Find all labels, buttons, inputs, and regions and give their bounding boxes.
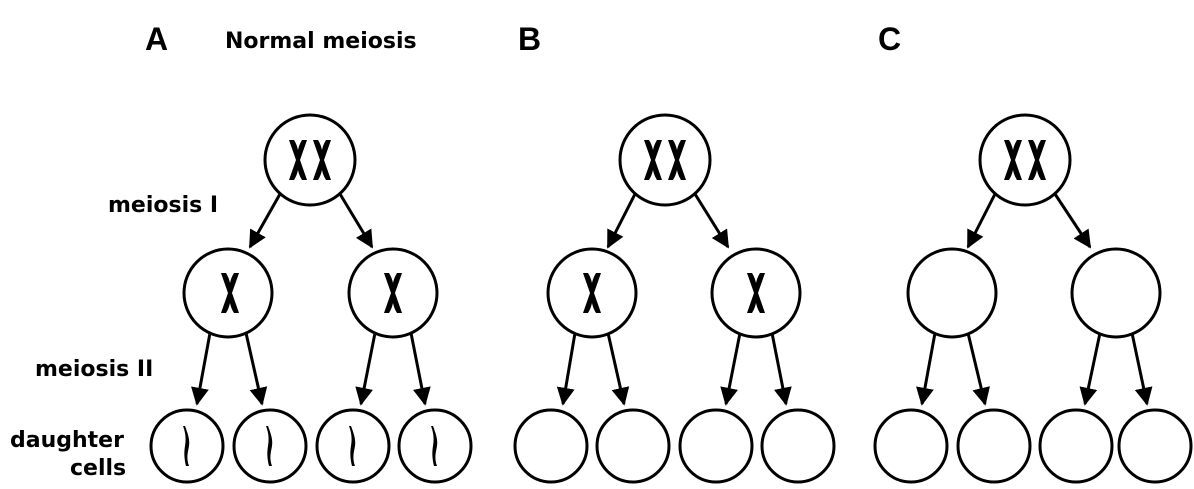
panel-a-title: Normal meiosis <box>225 29 417 54</box>
panel-c-letter: C <box>878 21 901 57</box>
daughter-cell <box>1038 408 1114 484</box>
daughter-cell <box>595 408 671 484</box>
stage-label-daughter-line1: daughter <box>10 428 124 453</box>
panel-a-letter: A <box>145 21 168 57</box>
panel-b-tree <box>513 113 836 484</box>
meiosis-1-cell <box>1070 247 1162 339</box>
daughter-cell <box>956 408 1032 484</box>
daughter-cell <box>678 408 754 484</box>
panel-c-tree <box>873 113 1193 484</box>
daughter-cell <box>513 408 589 484</box>
panel-a-tree <box>149 113 473 484</box>
parent-cell <box>618 113 712 207</box>
daughter-cell <box>1117 408 1193 484</box>
stage-label-daughter-line2: cells <box>70 456 126 481</box>
panel-b-letter: B <box>518 21 541 57</box>
stage-label-meiosis-1: meiosis I <box>108 193 218 218</box>
meiosis-1-cell <box>906 247 998 339</box>
parent-cell <box>978 113 1072 207</box>
parent-cell <box>263 113 357 207</box>
stage-label-meiosis-2: meiosis II <box>35 357 153 382</box>
daughter-cell <box>873 408 949 484</box>
daughter-cell <box>760 408 836 484</box>
